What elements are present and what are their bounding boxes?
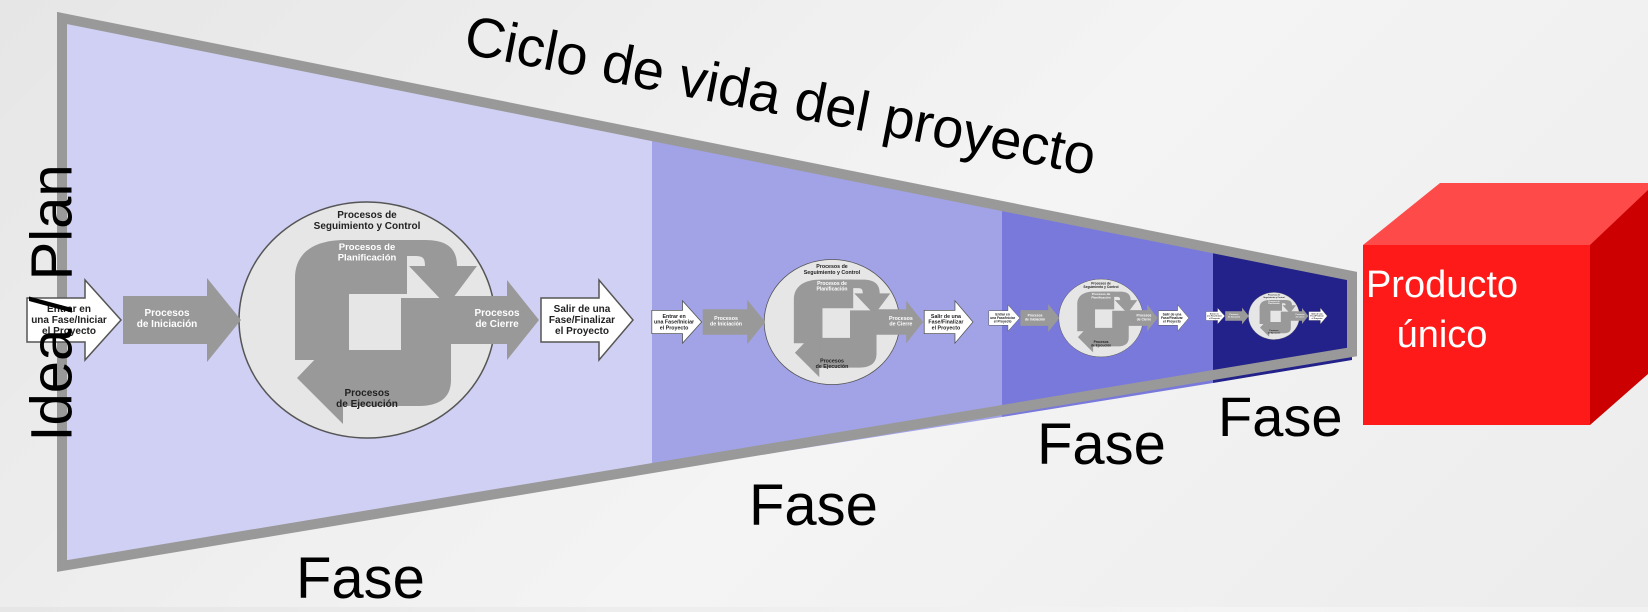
idea-plan-label: Idea / Plan <box>19 164 85 442</box>
product-cube-front <box>1363 245 1590 425</box>
product-cube-side <box>1590 190 1648 425</box>
phase-3-label: Fase <box>1037 412 1166 477</box>
phase-2-label: Fase <box>749 473 878 538</box>
product-cube-top <box>1363 183 1648 245</box>
product-label-line2: único <box>1396 314 1488 356</box>
phase-4-label: Fase <box>1218 385 1343 448</box>
funnel-border <box>57 11 1357 572</box>
phase-1-label: Fase <box>296 546 425 611</box>
product-label: Producto único <box>1362 260 1522 360</box>
product-label-line1: Producto <box>1365 264 1519 306</box>
